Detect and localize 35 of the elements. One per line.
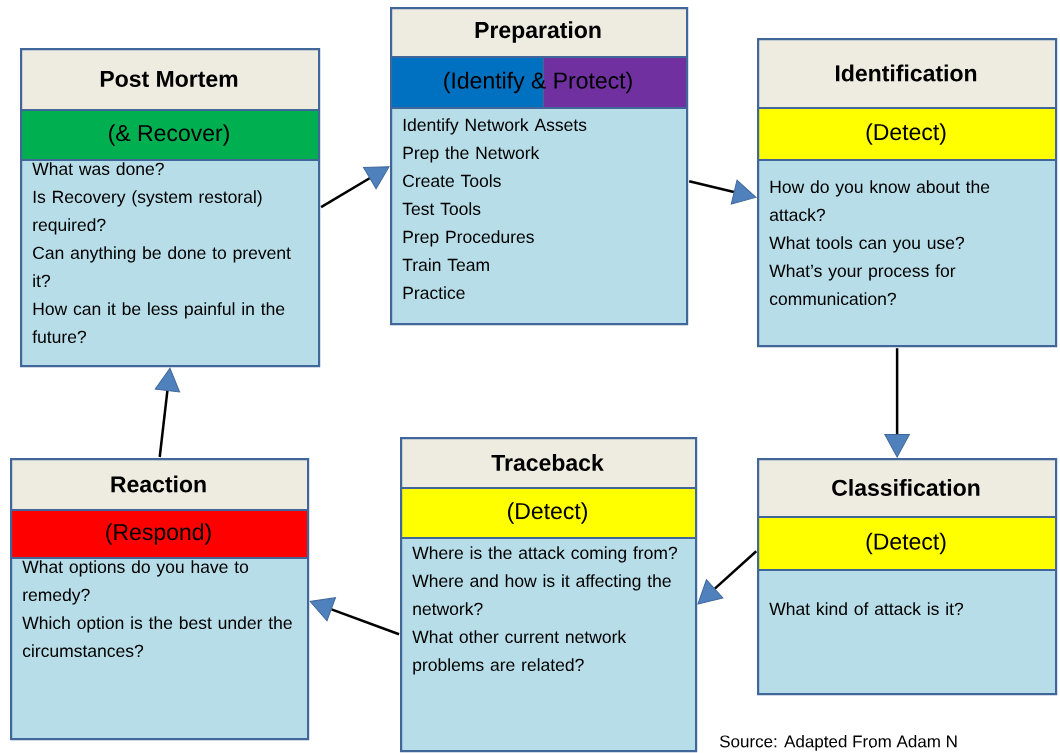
title-band: Reaction xyxy=(10,458,307,510)
subtitle-band: (Detect) xyxy=(400,488,695,538)
arrow xyxy=(320,166,390,209)
title-band: Post Mortem xyxy=(20,48,318,110)
question-list: Identify Network Assets Prep the Network Create Tools Test Tools Prep Procedures Train Team Practice xyxy=(402,118,587,300)
title-band: Classification xyxy=(757,458,1055,517)
node-label: What was done? xyxy=(32,162,164,176)
node-label: Prep Procedures xyxy=(403,230,534,247)
question-list: What options do you have to remedy? Which option is the best under the circumstances? xyxy=(22,560,292,658)
title-band: Preparation xyxy=(390,7,686,57)
node-label: Test Tools xyxy=(402,202,481,216)
arrow xyxy=(309,597,400,636)
node-label: Train Team xyxy=(402,258,489,272)
title-band: Traceback xyxy=(400,437,695,488)
subtitle-band: (Detect) xyxy=(757,517,1055,570)
arrow xyxy=(697,550,758,605)
node-label: Can anything be done to prevent it? xyxy=(33,246,291,288)
source-note: Source: Adapted From Adam N xyxy=(720,734,957,751)
arrow xyxy=(884,348,910,458)
node-label: Is Recovery (system restoral) required? xyxy=(33,190,262,235)
subtitle-band: (& Recover) xyxy=(20,110,318,160)
node-label: Practice xyxy=(403,286,465,300)
node-label: How can it be less painful in the future? xyxy=(32,302,285,344)
question-list: Where is the attack coming from? Where and how is it affecting the network? What other current network problems are related? xyxy=(412,546,678,675)
title-band: Identification xyxy=(757,38,1055,108)
node-label: Create Tools xyxy=(403,174,501,188)
question-list: What was done? Is Recovery (system restoral) required? Can anything be done to prevent it? How can it be less painful in the future? xyxy=(32,162,291,344)
arrow xyxy=(154,367,181,458)
node-label: Identify Network Assets xyxy=(403,118,587,135)
question-list: How do you know about the attack? What tools can you use? What’s your process for communication? xyxy=(769,180,990,306)
question-list: What kind of attack is it? xyxy=(769,602,964,616)
subtitle-band: (Respond) xyxy=(10,510,307,558)
node-label: Prep the Network xyxy=(403,146,540,163)
arrow xyxy=(688,179,757,205)
subtitle-band: (Detect) xyxy=(757,108,1055,160)
